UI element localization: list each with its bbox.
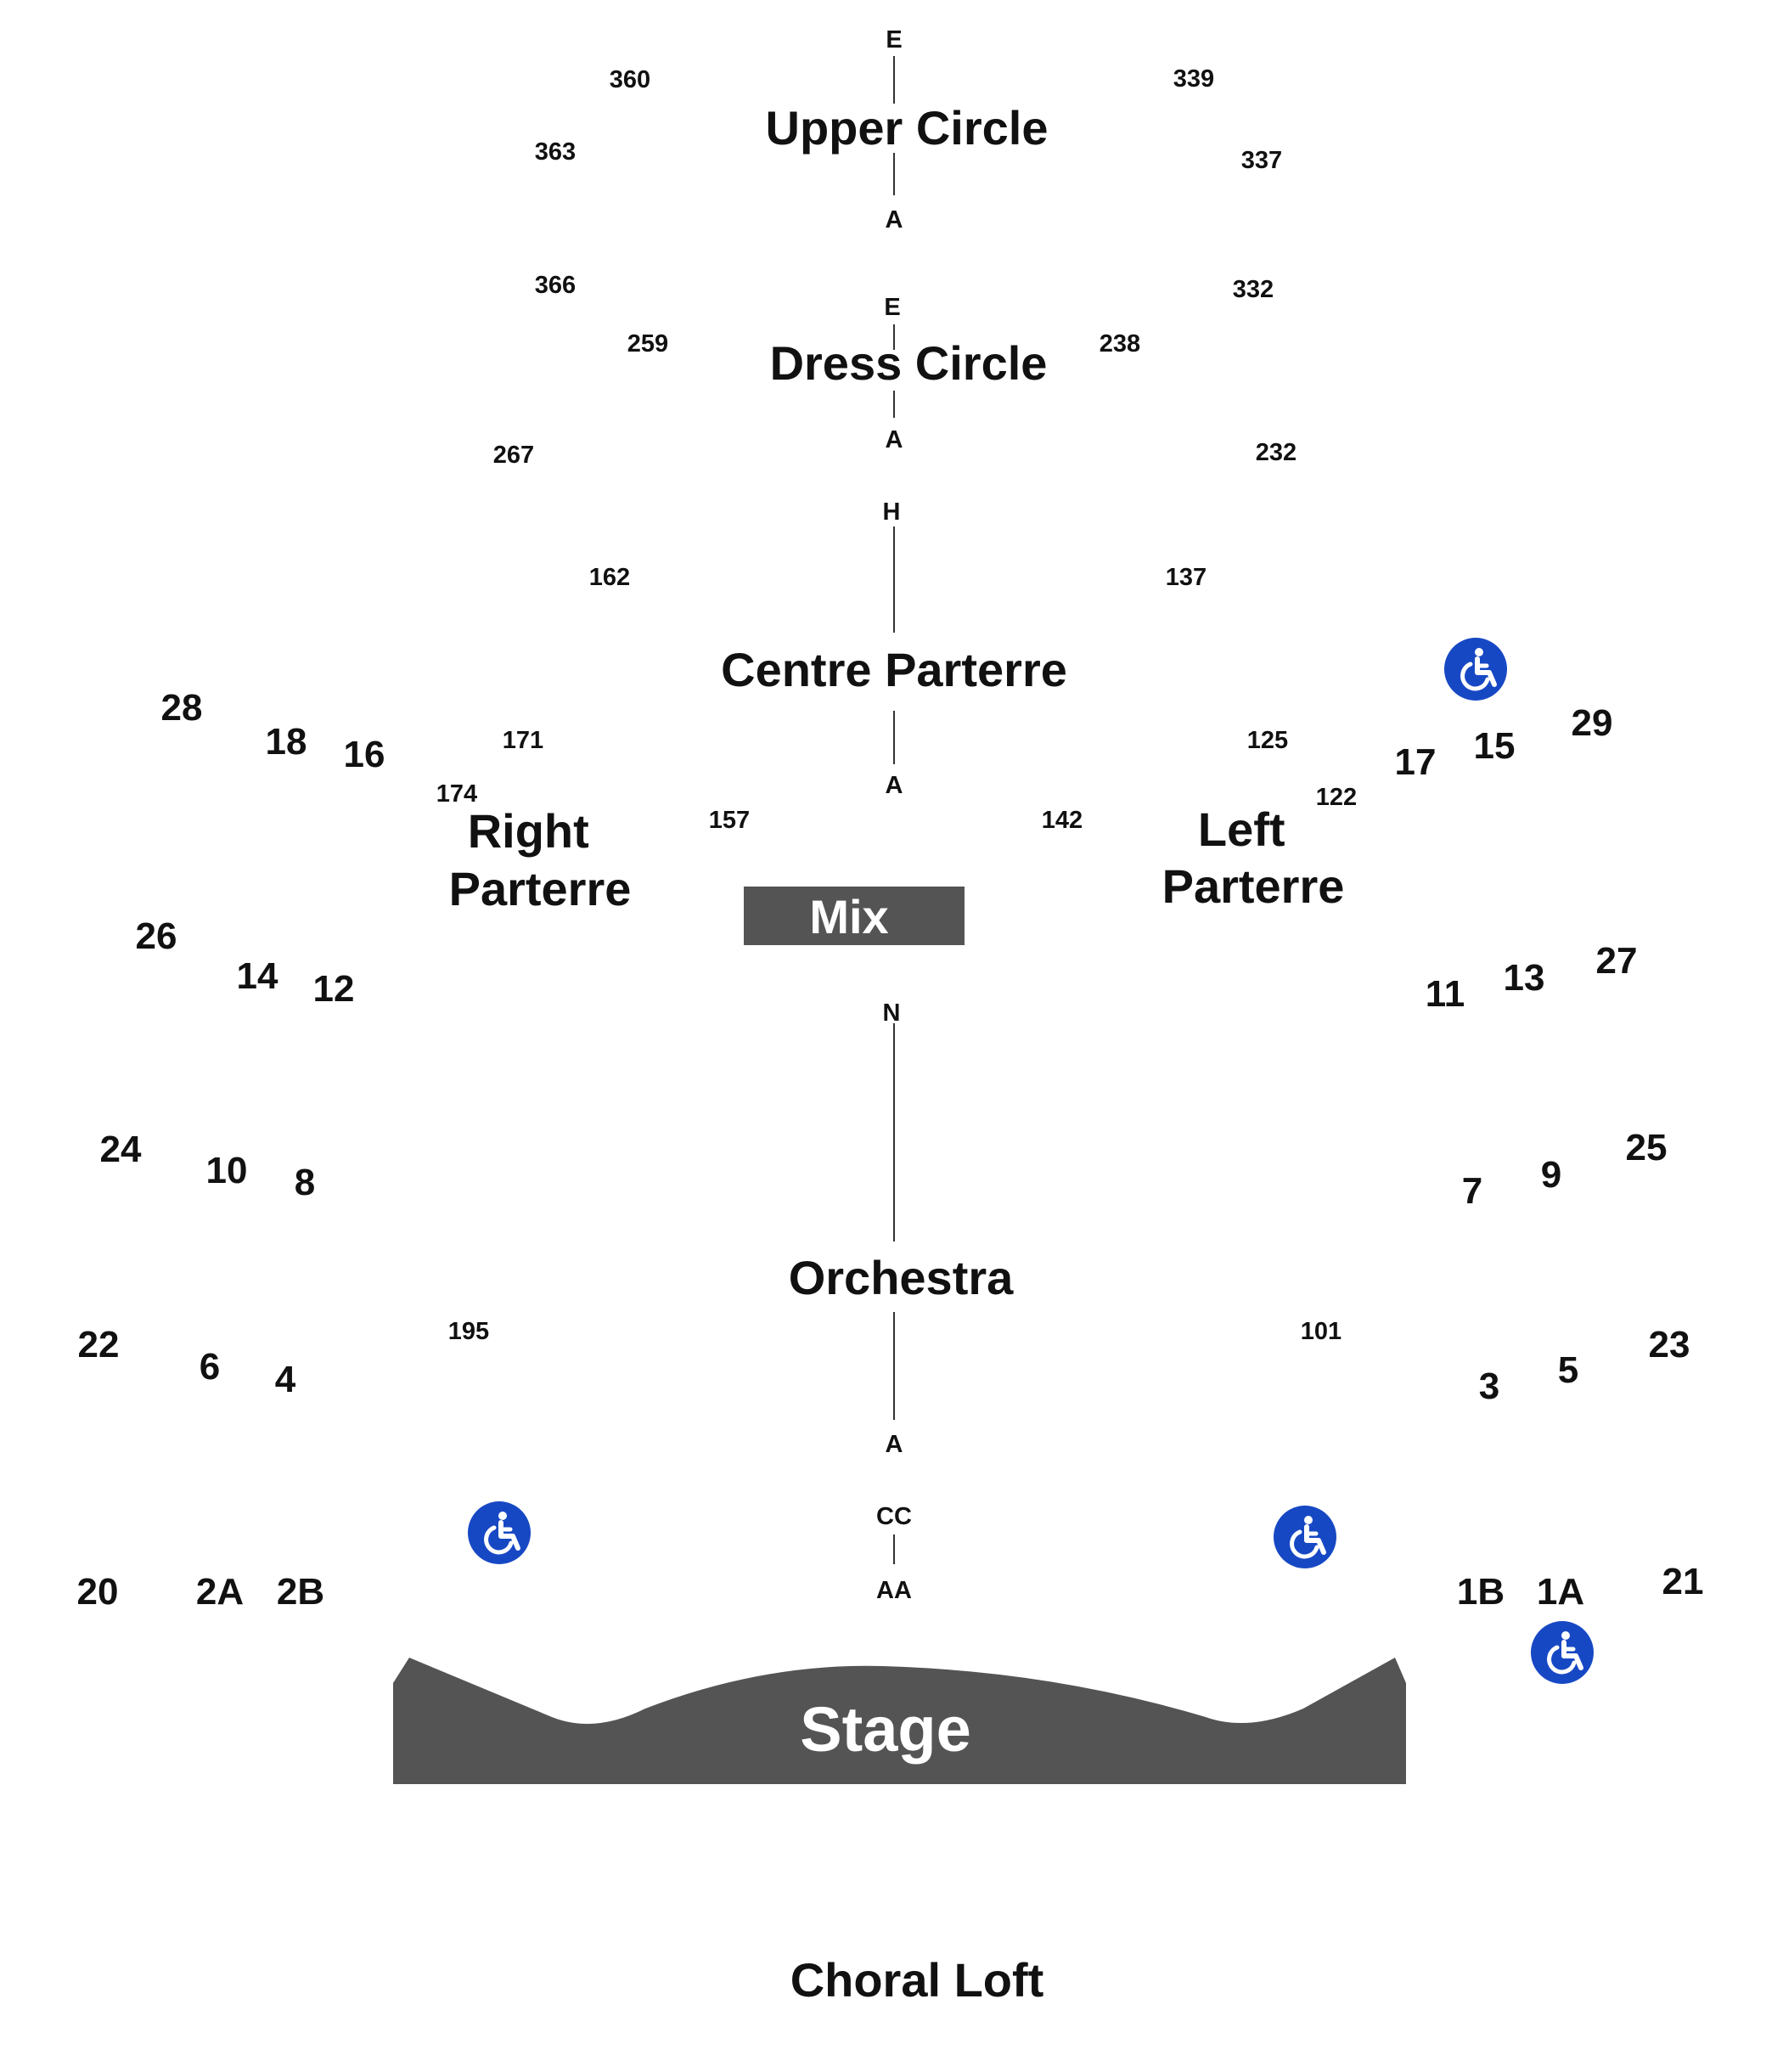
section-label-orchestra[interactable]: Orchestra	[789, 1251, 1014, 1304]
box-label[interactable]: 23	[1649, 1324, 1690, 1365]
wheelchair-icon	[468, 1501, 531, 1564]
row-label-upper-a: A	[886, 206, 903, 234]
section-label-left-parterre[interactable]: Left Parterre	[1162, 802, 1345, 913]
seat-number: 157	[709, 807, 750, 834]
row-label-pit-cc: CC	[876, 1503, 912, 1530]
box-label[interactable]: 11	[1426, 973, 1465, 1015]
box-label[interactable]: 2A	[196, 1571, 244, 1613]
box-label[interactable]: 10	[206, 1150, 248, 1191]
seat-number: 137	[1166, 564, 1206, 591]
box-label[interactable]: 9	[1541, 1154, 1561, 1196]
mix-position	[744, 887, 965, 945]
box-label[interactable]: 28	[161, 687, 203, 729]
box-label[interactable]: 22	[78, 1324, 120, 1365]
box-label[interactable]: 2B	[277, 1571, 324, 1613]
row-label-orchestra-a: A	[886, 1431, 903, 1458]
box-label[interactable]: 24	[100, 1129, 142, 1170]
box-label[interactable]: 29	[1572, 702, 1613, 744]
box-label[interactable]: 7	[1462, 1170, 1482, 1212]
mix-label: Mix	[809, 890, 888, 943]
box-label[interactable]: 13	[1504, 957, 1545, 999]
row-label-parterre-h: H	[883, 498, 901, 526]
seat-number: 238	[1100, 330, 1140, 358]
box-label[interactable]: 25	[1626, 1127, 1668, 1168]
stage	[393, 1658, 1406, 1784]
row-label-parterre-a: A	[886, 772, 903, 799]
box-label[interactable]: 4	[275, 1359, 296, 1400]
box-label[interactable]: 15	[1474, 725, 1516, 767]
wheelchair-icon	[1444, 638, 1507, 701]
box-label[interactable]: 14	[237, 955, 278, 997]
seat-number: 122	[1316, 784, 1357, 811]
row-label-orchestra-n: N	[883, 999, 901, 1027]
row-label-upper-e: E	[886, 26, 902, 53]
right-parterre-line-1: Right	[468, 804, 589, 858]
box-label[interactable]: 21	[1662, 1561, 1704, 1602]
box-label[interactable]: 17	[1395, 741, 1437, 783]
seat-number: 360	[610, 66, 650, 93]
section-label-upper-circle[interactable]: Upper Circle	[766, 101, 1049, 155]
seat-number: 101	[1301, 1318, 1341, 1345]
stage-label: Stage	[800, 1694, 971, 1765]
box-label[interactable]: 8	[295, 1162, 315, 1203]
seat-number: 337	[1241, 147, 1282, 174]
wheelchair-icon	[1531, 1621, 1594, 1684]
box-label[interactable]: 20	[77, 1571, 119, 1613]
box-label[interactable]: 12	[313, 968, 355, 1010]
section-label-choral-loft[interactable]: Choral Loft	[790, 1953, 1044, 2007]
seat-number: 195	[448, 1318, 489, 1345]
box-label[interactable]: 18	[266, 721, 307, 763]
box-label[interactable]: 3	[1479, 1365, 1499, 1407]
box-label[interactable]: 26	[136, 915, 177, 957]
box-label[interactable]: 6	[200, 1346, 220, 1388]
box-label[interactable]: 5	[1558, 1349, 1578, 1391]
row-label-dress-e: E	[884, 294, 900, 321]
row-label-dress-a: A	[886, 426, 903, 453]
box-label[interactable]: 1A	[1537, 1571, 1584, 1613]
seat-number: 142	[1042, 807, 1083, 834]
section-label-right-parterre[interactable]: Right Parterre	[449, 804, 632, 915]
seat-number: 339	[1173, 65, 1214, 93]
section-label-dress-circle[interactable]: Dress Circle	[770, 336, 1048, 390]
wheelchair-icon	[1274, 1506, 1336, 1568]
seat-number: 125	[1247, 727, 1288, 754]
box-label[interactable]: 27	[1596, 940, 1638, 982]
seat-number: 366	[535, 272, 576, 299]
seat-number: 171	[503, 727, 543, 754]
section-label-centre-parterre[interactable]: Centre Parterre	[721, 643, 1067, 696]
seat-number: 232	[1256, 439, 1296, 466]
row-label-pit-aa: AA	[876, 1577, 912, 1604]
seat-number: 174	[436, 780, 477, 808]
seat-number: 259	[627, 330, 668, 358]
right-parterre-line-2: Parterre	[449, 862, 632, 915]
left-parterre-line-2: Parterre	[1162, 859, 1345, 913]
seat-number: 363	[535, 138, 576, 166]
left-parterre-line-1: Left	[1198, 802, 1285, 856]
box-label[interactable]: 16	[344, 734, 385, 775]
seat-number: 267	[493, 442, 534, 469]
box-label[interactable]: 1B	[1457, 1571, 1505, 1613]
seat-number: 332	[1233, 276, 1274, 303]
seat-number: 162	[589, 564, 630, 591]
